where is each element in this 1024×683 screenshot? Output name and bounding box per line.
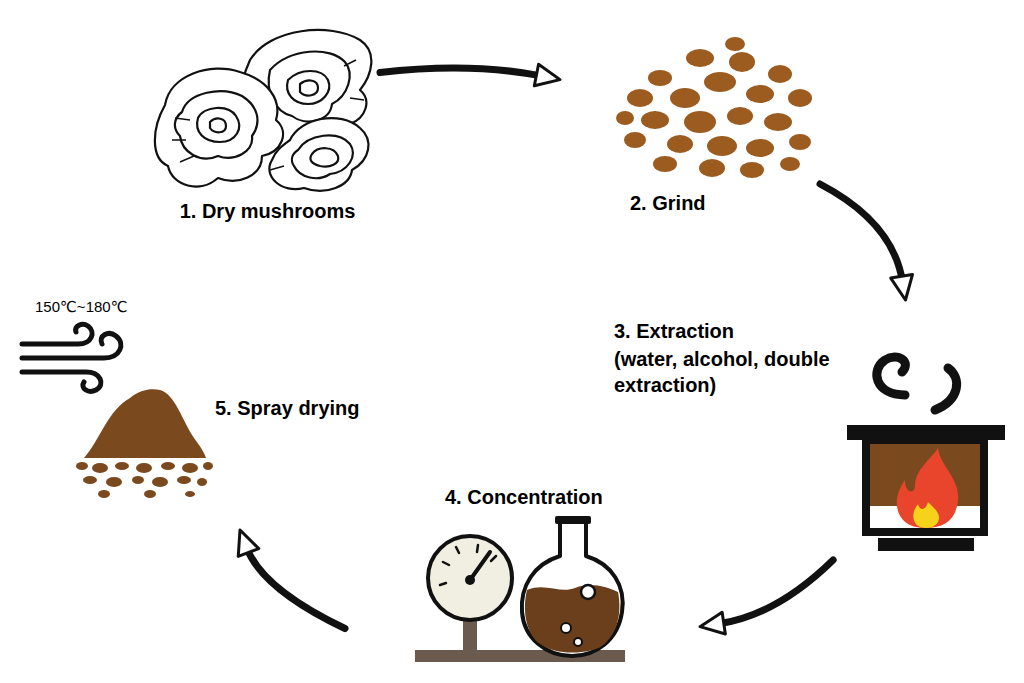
arrow-head: [700, 612, 725, 634]
arrow-line: [380, 68, 541, 76]
arrow-line: [820, 184, 902, 281]
step-title: 4. Concentration: [445, 484, 645, 510]
arrow-head: [238, 530, 259, 556]
step-title: 3. Extraction: [614, 318, 814, 344]
temperature-label: 150℃~180℃: [35, 298, 128, 316]
flow-arrow: [700, 560, 833, 634]
powder-pile: [76, 389, 213, 498]
process-step: 2. Grind: [560, 40, 820, 220]
ground-granules: [616, 37, 812, 178]
mushroom-illustration: [155, 30, 371, 191]
process-step: 1. Dry mushrooms: [155, 20, 380, 230]
process-step: 5. Spray drying: [15, 295, 390, 530]
arrow-line: [719, 560, 833, 624]
extraction-pot: [847, 357, 1005, 551]
concentration-apparatus: [415, 516, 625, 662]
process-step: 3. Extraction(water, alcohol, double ext…: [608, 300, 1010, 560]
flow-arrow: [238, 530, 345, 629]
step-title: 5. Spray drying: [215, 395, 390, 421]
arrow-line: [247, 548, 345, 629]
arrow-head: [534, 64, 560, 86]
step-detail: (water, alcohol, double extraction): [614, 346, 850, 398]
arrow-head: [891, 275, 913, 300]
flow-arrow: [380, 64, 560, 86]
step-title: 1. Dry mushrooms: [155, 198, 380, 224]
step-title: 2. Grind: [630, 190, 750, 216]
process-step: 4. Concentration: [345, 480, 700, 668]
hot-air-icon: [22, 324, 121, 391]
flow-arrow: [820, 184, 912, 300]
